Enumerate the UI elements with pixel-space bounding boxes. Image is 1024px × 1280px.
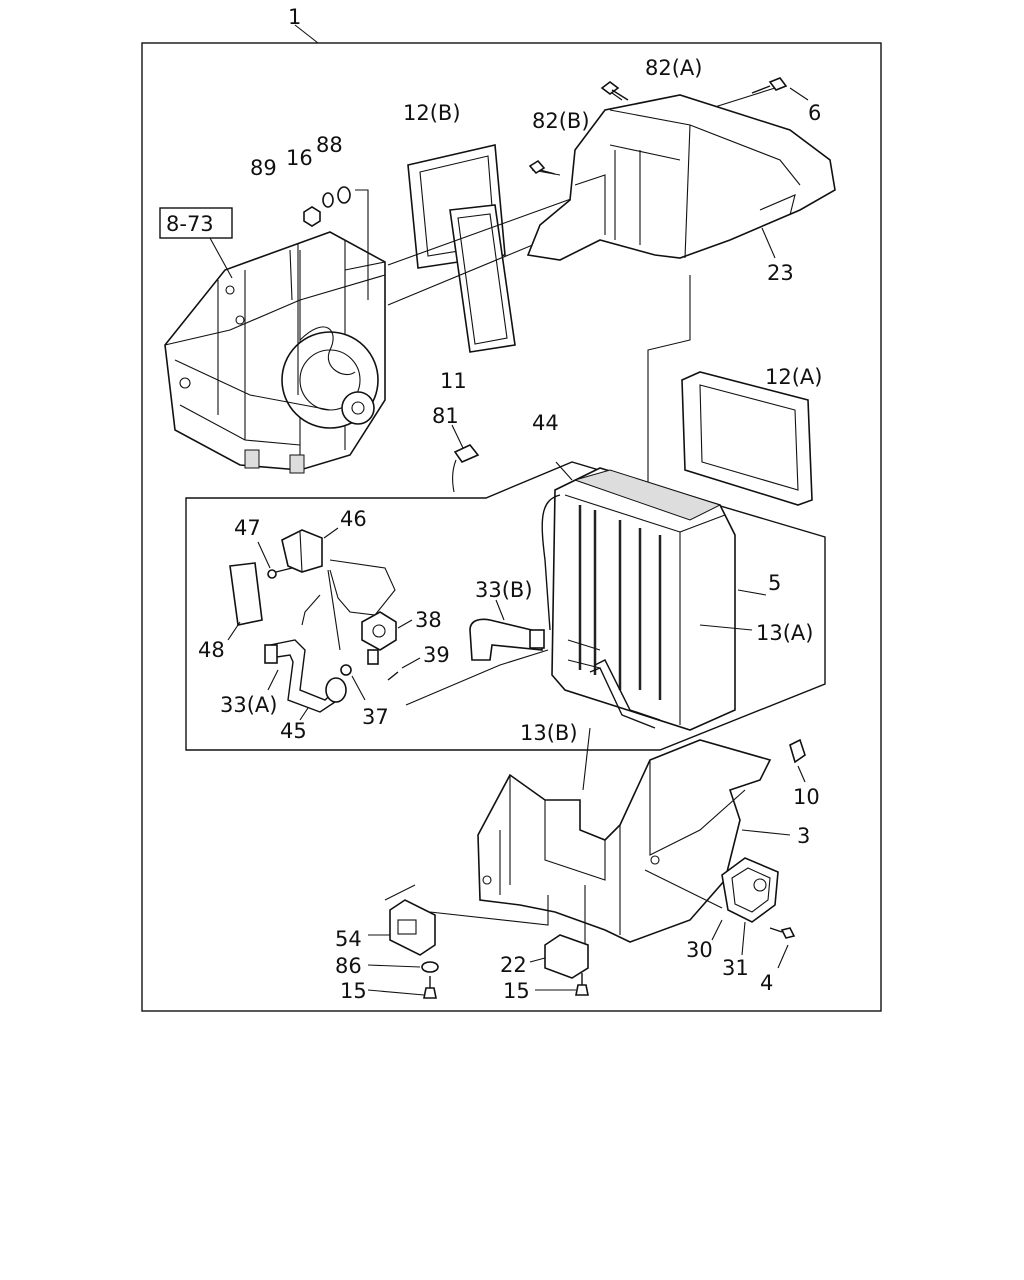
callout-33a: 33(A) — [220, 693, 277, 717]
callout-30: 30 — [686, 938, 713, 962]
clip-81 — [452, 444, 480, 493]
nut-washer-set — [303, 186, 351, 227]
callout-6: 6 — [808, 101, 821, 125]
bracket-46 — [281, 529, 323, 573]
callout-45: 45 — [280, 719, 307, 743]
assembly-frame — [141, 42, 882, 1012]
callout-3: 3 — [797, 824, 810, 848]
callout-22: 22 — [500, 953, 527, 977]
callout-82a: 82(A) — [645, 56, 702, 80]
screw-82b — [528, 159, 556, 175]
callout-5: 5 — [768, 571, 781, 595]
callout-15-left: 15 — [340, 979, 367, 1003]
leader-88-stud — [355, 189, 369, 300]
callout-13b: 13(B) — [520, 721, 578, 745]
callout-15-right: 15 — [503, 979, 530, 1003]
callout-81: 81 — [432, 404, 459, 428]
screw-15-right — [575, 973, 589, 996]
screw-6 — [751, 77, 788, 94]
clip-10 — [789, 738, 806, 764]
ref-box-8-73 — [159, 207, 233, 239]
insulator-48 — [229, 562, 263, 626]
inset-frame — [185, 461, 826, 751]
callout-23: 23 — [767, 261, 794, 285]
callout-89: 89 — [250, 156, 277, 180]
callout-16: 16 — [286, 146, 313, 170]
callout-37: 37 — [362, 705, 389, 729]
o-ring-39 — [387, 671, 399, 681]
resistor-54 — [389, 899, 436, 956]
callout-33b: 33(B) — [475, 578, 533, 602]
callout-4: 4 — [760, 971, 773, 995]
callout-88: 88 — [316, 133, 343, 157]
leader-1 — [294, 24, 319, 44]
washer-86 — [421, 961, 439, 973]
gasket-11 — [449, 204, 516, 353]
callout-1: 1 — [288, 5, 301, 29]
callout-38: 38 — [415, 608, 442, 632]
screw-47 — [267, 567, 293, 579]
screw-15-left — [423, 976, 437, 999]
callout-47: 47 — [234, 516, 261, 540]
blower-unit — [164, 231, 386, 474]
pipe-13b — [594, 659, 661, 721]
gasket-12a — [681, 371, 813, 506]
lower-case-3 — [477, 739, 772, 943]
relay-22 — [544, 934, 589, 979]
screw-4 — [769, 927, 796, 939]
upper-case-23 — [526, 94, 836, 261]
callout-10: 10 — [793, 785, 820, 809]
callout-12a: 12(A) — [765, 365, 822, 389]
callout-12b: 12(B) — [403, 101, 461, 125]
screw-82a — [600, 81, 629, 101]
callout-11: 11 — [440, 369, 467, 393]
callout-54: 54 — [335, 927, 362, 951]
callout-82b: 82(B) — [532, 109, 590, 133]
assembly-line-inset — [405, 649, 549, 706]
expansion-valve-38 — [361, 611, 397, 665]
fitting-33b — [469, 618, 545, 661]
o-ring-37 — [340, 664, 352, 676]
callout-39: 39 — [423, 643, 450, 667]
pipe-45 — [264, 639, 347, 713]
callout-8-73: 8-73 — [166, 212, 214, 236]
callout-46: 46 — [340, 507, 367, 531]
callout-86: 86 — [335, 954, 362, 978]
evaporator-core-5 — [541, 467, 736, 731]
callout-13a: 13(A) — [756, 621, 813, 645]
grommet-30-31 — [721, 857, 779, 923]
callout-44: 44 — [532, 411, 559, 435]
callout-31: 31 — [722, 956, 749, 980]
assembly-line-evap — [647, 275, 691, 495]
callout-48: 48 — [198, 638, 225, 662]
